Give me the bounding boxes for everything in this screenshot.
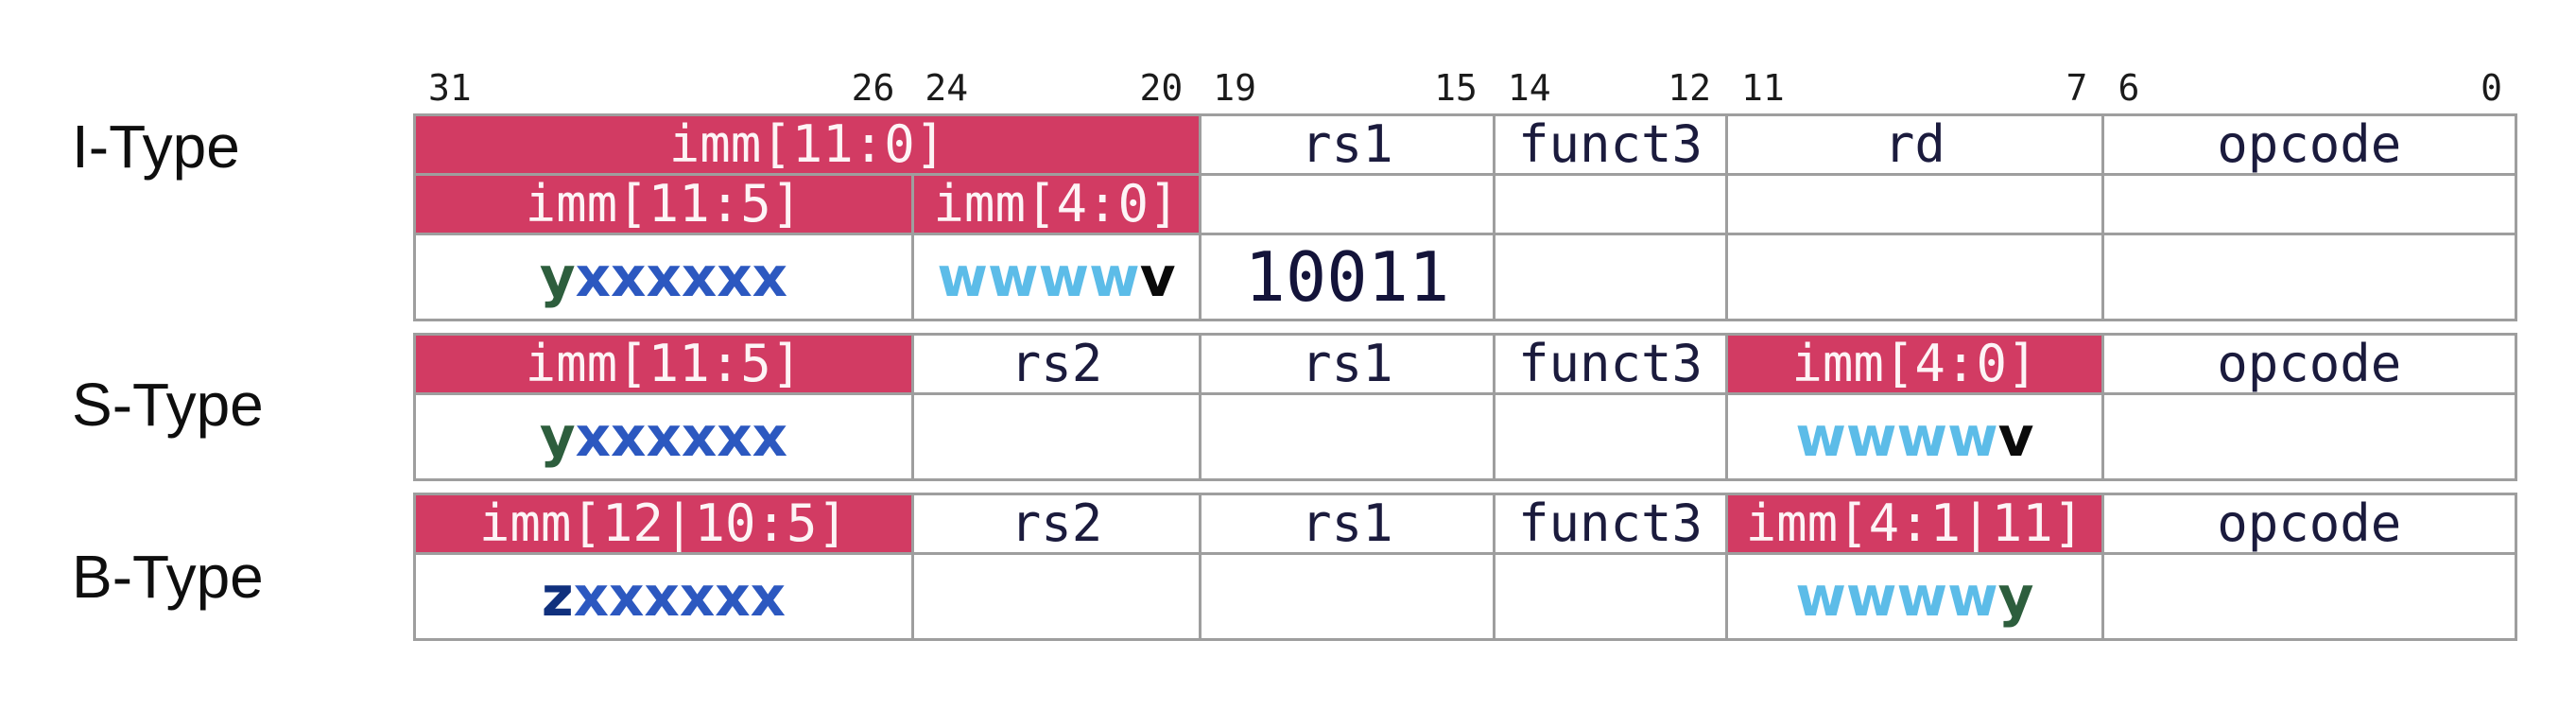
field-imm-11-0: imm[11:0] [416, 116, 1200, 173]
field-imm-4-0: imm[4:0] [910, 176, 1200, 233]
field-opcode: opcode [2101, 495, 2515, 552]
bit-pattern-segment: wwww [937, 245, 1140, 309]
section-i-type: imm[11:0] rs1 funct3 rd opcode imm[11:5]… [413, 113, 2517, 321]
bit-lsb-label: 20 [1139, 67, 1184, 109]
bit-lsb-label: 7 [2066, 67, 2088, 109]
bit-pattern-segment: y [539, 405, 576, 469]
empty-cell [1199, 555, 1493, 638]
bit-range-col5: 11 7 [1726, 61, 2102, 106]
i-type-imm-split-row: imm[11:5] imm[4:0] [416, 173, 2515, 233]
label-s-type: S-Type [72, 371, 264, 439]
field-rs2: rs2 [910, 336, 1200, 392]
field-funct3: funct3 [1492, 495, 1726, 552]
label-b-type: B-Type [72, 543, 264, 611]
bit-pattern-segment: y [1997, 564, 2034, 629]
bit-range-col6: 6 0 [2102, 61, 2517, 106]
bit-lsb-label: 15 [1434, 67, 1478, 109]
bit-lsb-label: 0 [2481, 67, 2502, 109]
bit-index-header: 31 26 24 20 19 15 14 12 11 7 6 0 [413, 61, 2517, 106]
field-imm-11-5: imm[11:5] [416, 336, 911, 392]
field-rs1: rs1 [1199, 116, 1493, 173]
empty-cell [2101, 555, 2515, 638]
empty-cell [1492, 235, 1726, 319]
field-opcode: opcode [2101, 336, 2515, 392]
bit-msb-label: 19 [1213, 67, 1257, 109]
bit-pattern-segment: xxxxxx [575, 405, 788, 469]
empty-cell [1725, 176, 2101, 233]
i-type-format-row: imm[11:0] rs1 funct3 rd opcode [416, 116, 2515, 173]
bit-msb-label: 14 [1507, 67, 1551, 109]
bit-msb-label: 24 [925, 67, 969, 109]
field-imm-4-1-11: imm[4:1|11] [1725, 495, 2101, 552]
bit-pattern-segment: z [541, 564, 574, 629]
label-i-type: I-Type [72, 113, 240, 181]
bit-pattern-segment: xxxxxx [575, 245, 788, 309]
field-opcode: opcode [2101, 116, 2515, 173]
empty-cell [1199, 395, 1493, 478]
empty-cell [2101, 395, 2515, 478]
s-type-format-row: imm[11:5] rs2 rs1 funct3 imm[4:0] opcode [416, 336, 2515, 392]
empty-cell [1725, 235, 2101, 319]
bit-msb-label: 11 [1740, 67, 1785, 109]
bit-pattern-segment: v [1139, 245, 1176, 309]
field-imm-4-0: imm[4:0] [1725, 336, 2101, 392]
bit-range-col1: 31 26 [413, 61, 909, 106]
bit-pattern-segment: y [539, 245, 576, 309]
field-imm-12-10-5: imm[12|10:5] [416, 495, 911, 552]
field-funct3: funct3 [1492, 336, 1726, 392]
field-funct3: funct3 [1492, 116, 1726, 173]
bit-pattern-segment: v [1997, 405, 2034, 469]
empty-cell [2101, 176, 2515, 233]
bit-lsb-label: 12 [1668, 67, 1711, 109]
section-s-type: imm[11:5] rs2 rs1 funct3 imm[4:0] opcode… [413, 333, 2517, 481]
bit-range-col3: 19 15 [1198, 61, 1493, 106]
empty-cell [1492, 555, 1726, 638]
field-rs1: rs1 [1199, 495, 1493, 552]
bit-msb-label: 31 [428, 67, 472, 109]
bitfield-table: 31 26 24 20 19 15 14 12 11 7 6 0 [413, 61, 2517, 652]
field-rd: rd [1725, 116, 2101, 173]
empty-cell [1492, 176, 1726, 233]
bit-range-col2: 24 20 [909, 61, 1198, 106]
field-rs2: rs2 [910, 495, 1200, 552]
section-b-type: imm[12|10:5] rs2 rs1 funct3 imm[4:1|11] … [413, 493, 2517, 641]
empty-cell [910, 395, 1200, 478]
bit-pattern-segment: wwww [1795, 405, 1998, 469]
field-imm-11-5: imm[11:5] [416, 176, 911, 233]
bit-lsb-label: 26 [851, 67, 895, 109]
b-type-format-row: imm[12|10:5] rs2 rs1 funct3 imm[4:1|11] … [416, 495, 2515, 552]
bit-msb-label: 6 [2118, 67, 2140, 109]
empty-cell [1492, 395, 1726, 478]
bit-pattern-segment: xxxxxx [573, 564, 787, 629]
empty-cell [910, 555, 1200, 638]
bit-range-col4: 14 12 [1493, 61, 1726, 106]
bit-pattern-segment: wwww [1795, 564, 1998, 629]
empty-cell [2101, 235, 2515, 319]
value-rs1-bits: 10011 [1199, 235, 1493, 319]
empty-cell [1199, 176, 1493, 233]
field-rs1: rs1 [1199, 336, 1493, 392]
